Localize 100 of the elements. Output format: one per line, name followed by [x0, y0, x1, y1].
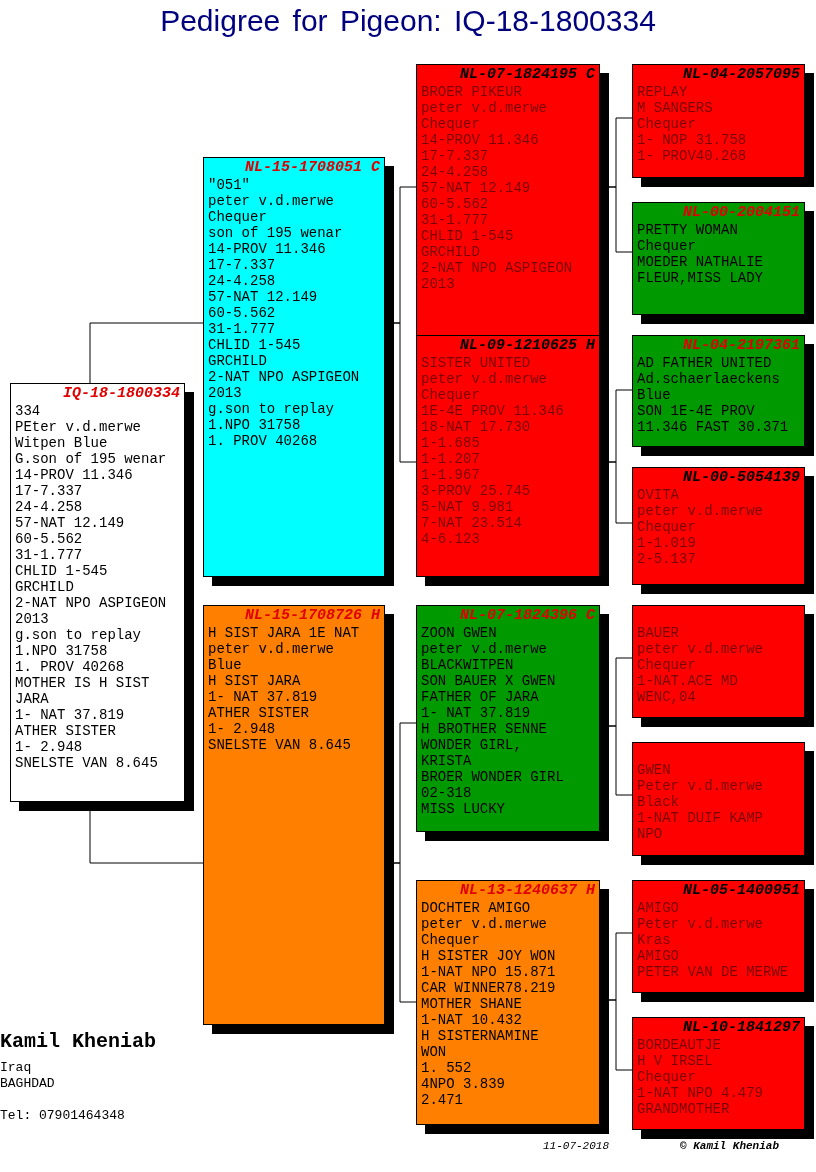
- ring-number: NL-10-1841297: [681, 1018, 801, 1037]
- pedigree-line: 02-318: [420, 785, 473, 801]
- pedigree-line: SNELSTE VAN 8.645: [14, 755, 159, 771]
- pedigree-line: WON: [420, 1044, 448, 1060]
- pedigree-line: Chequer: [636, 657, 697, 673]
- ring-number: NL-09-1210625 H: [458, 336, 596, 355]
- pedigree-line: H SISTERNAMINE: [420, 1028, 540, 1044]
- pedigree-line: 1-1.967: [420, 467, 481, 483]
- pedigree-line: g.son to replay: [207, 401, 336, 417]
- pedigree-line: Chequer: [420, 116, 481, 132]
- pedigree-line: PEter v.d.merwe: [14, 419, 143, 435]
- pedigree-line: 2013: [207, 385, 243, 401]
- pedigree-line: 57-NAT 12.149: [207, 289, 319, 305]
- pedigree-line: H SIST JARA: [207, 673, 302, 689]
- pedigree-line: Peter v.d.merwe: [636, 778, 765, 794]
- pedigree-line: BLACKWITPEN: [420, 657, 515, 673]
- pedigree-line: AMIGO: [636, 948, 680, 964]
- pedigree-line: Ad.schaerlaeckens: [636, 371, 781, 387]
- pedigree-line: 3-PROV 25.745: [420, 483, 532, 499]
- pedigree-line: DOCHTER AMIGO: [420, 900, 532, 916]
- pedigree-line: 4NPO 3.839: [420, 1076, 506, 1092]
- pedigree-line: 18-NAT 17.730: [420, 419, 532, 435]
- pedigree-line: Peter v.d.merwe: [636, 916, 765, 932]
- pedigree-line: BORDEAUTJE: [636, 1037, 722, 1053]
- pedigree-line: peter v.d.merwe: [420, 641, 549, 657]
- pedigree-line: AD FATHER UNITED: [636, 355, 773, 371]
- phone-text: Tel: 07901464348: [0, 1108, 125, 1123]
- pedigree-line: GRCHILD: [207, 353, 268, 369]
- pedigree-line: H V IRSEL: [636, 1053, 714, 1069]
- pedigree-line: 1-1.207: [420, 451, 481, 467]
- pedigree-line: M SANGERS: [636, 100, 714, 116]
- pedigree-line: 60-5.562: [420, 196, 490, 212]
- pedigree-line: 11.346 FAST 30.371: [636, 419, 790, 435]
- pedigree-line: 24-4.258: [207, 273, 277, 289]
- ring-number: NL-15-1708051 C: [243, 158, 381, 177]
- title: Pedigree for Pigeon: IQ-18-1800334: [159, 4, 657, 38]
- pedigree-line: GRCHILD: [420, 244, 481, 260]
- pedigree-line: 14-PROV 11.346: [207, 241, 327, 257]
- pedigree-line: WONDER GIRL,: [420, 737, 523, 753]
- ring-number: NL-00-5054139: [681, 468, 801, 487]
- pedigree-line: 1E-4E PROV 11.346: [420, 403, 565, 419]
- pedigree-line: peter v.d.merwe: [420, 100, 549, 116]
- pedigree-line: 5-NAT 9.981: [420, 499, 515, 515]
- pedigree-line: 1-NAT DUIF KAMP: [636, 810, 765, 826]
- date-text: 11-07-2018: [543, 1140, 609, 1152]
- pedigree-line: peter v.d.merwe: [207, 641, 336, 657]
- pedigree-line: 1-1.685: [420, 435, 481, 451]
- pedigree-line: peter v.d.merwe: [207, 193, 336, 209]
- pedigree-line: 1- 2.948: [207, 721, 277, 737]
- pedigree-line: Blue: [636, 387, 672, 403]
- pedigree-line: 1. PROV 40268: [207, 433, 319, 449]
- pedigree-line: KRISTA: [420, 753, 473, 769]
- pedigree-line: 24-4.258: [14, 499, 84, 515]
- pedigree-line: 4-6.123: [420, 531, 481, 547]
- pedigree-line: peter v.d.merwe: [636, 503, 765, 519]
- pedigree-line: peter v.d.merwe: [420, 371, 549, 387]
- pedigree-line: peter v.d.merwe: [636, 641, 765, 657]
- pedigree-line: 24-4.258: [420, 164, 490, 180]
- pedigree-line: Chequer: [420, 387, 481, 403]
- pedigree-line: Kras: [636, 932, 672, 948]
- pedigree-line: 1. 552: [420, 1060, 473, 1076]
- owner-name: Kamil Kheniab: [0, 1030, 157, 1053]
- pedigree-line: 2.471: [420, 1092, 464, 1108]
- connector-line: [89, 810, 204, 864]
- pedigree-line: WENC,04: [636, 689, 697, 705]
- connector-line: [608, 725, 633, 796]
- pedigree-line: MOTHER SHANE: [420, 996, 523, 1012]
- pedigree-line: 1. PROV 40268: [14, 659, 126, 675]
- pedigree-line: peter v.d.merwe: [420, 916, 549, 932]
- pedigree-line: 1- 2.948: [14, 739, 84, 755]
- pedigree-line: ZOON GWEN: [420, 625, 498, 641]
- pedigree-line: Chequer: [636, 519, 697, 535]
- pedigree-line: 1.NPO 31758: [14, 643, 109, 659]
- pedigree-line: g.son to replay: [14, 627, 143, 643]
- pedigree-line: SISTER UNITED: [420, 355, 532, 371]
- pedigree-line: 2-NAT NPO ASPIGEON: [207, 369, 361, 385]
- pedigree-line: Chequer: [636, 1069, 697, 1085]
- connector-line: [393, 322, 417, 463]
- pedigree-line: H SISTER JOY WON: [420, 948, 557, 964]
- pedigree-line: son of 195 wenar: [207, 225, 344, 241]
- pedigree-line: 17-7.337: [207, 257, 277, 273]
- city-text: BAGHDAD: [0, 1076, 55, 1091]
- connector-line: [608, 186, 633, 253]
- pedigree-line: 57-NAT 12.149: [14, 515, 126, 531]
- pedigree-line: 7-NAT 23.514: [420, 515, 523, 531]
- pedigree-line: PRETTY WOMAN: [636, 222, 739, 238]
- pedigree-line: 14-PROV 11.346: [14, 467, 134, 483]
- pedigree-line: 334: [14, 403, 42, 419]
- pedigree-line: MOTHER IS H SIST: [14, 675, 151, 691]
- pedigree-line: CHLID 1-545: [207, 337, 302, 353]
- pedigree-line: 2-NAT NPO ASPIGEON: [420, 260, 574, 276]
- connector-line: [608, 461, 633, 524]
- ring-number: NL-07-1824195 C: [458, 65, 596, 84]
- pedigree-line: Witpen Blue: [14, 435, 109, 451]
- pedigree-line: CAR WINNER78.219: [420, 980, 557, 996]
- pedigree-line: 1- NAT 37.819: [420, 705, 532, 721]
- pedigree-line: 1-NAT NPO 15.871: [420, 964, 557, 980]
- pedigree-line: 14-PROV 11.346: [420, 132, 540, 148]
- ring-number: NL-15-1708726 H: [243, 606, 381, 625]
- pedigree-line: G.son of 195 wenar: [14, 451, 168, 467]
